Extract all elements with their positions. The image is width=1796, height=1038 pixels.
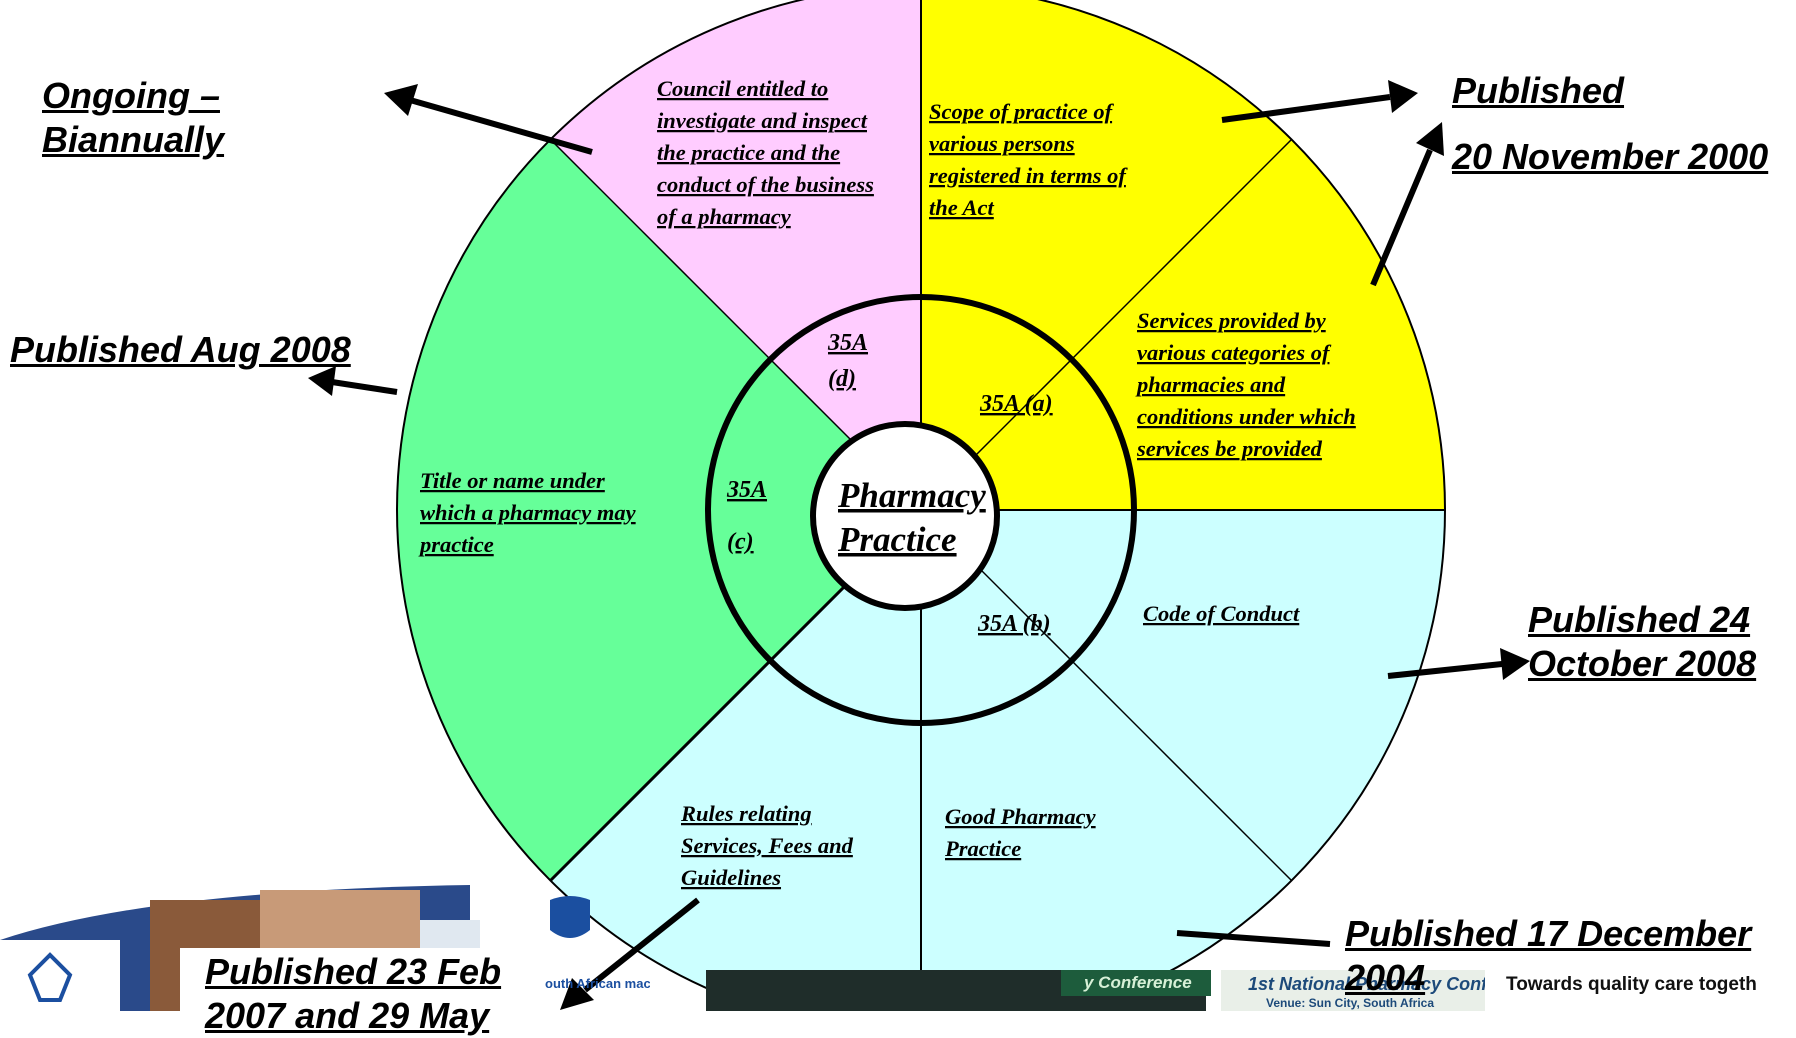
arrow-published-nov — [1221, 94, 1391, 123]
arrow-published-nov-head — [1388, 80, 1418, 113]
scope-text: Scope of practice of various persons reg… — [929, 99, 1128, 220]
council-line: conduct of the business — [657, 172, 874, 197]
annotation-box — [180, 948, 540, 1011]
title-name-text: Title or name under which a pharmacy may… — [418, 468, 637, 557]
annotation-published-oct-line2: October 2008 — [1528, 643, 1757, 684]
arrow-published-nov-2-head — [1416, 122, 1444, 156]
arrow-ongoing-head — [384, 84, 418, 116]
ref-35a-d-line1: 35A — [827, 330, 868, 356]
rules-line: Rules relating — [680, 801, 812, 826]
ref-35a-c-line2: (c) — [727, 529, 754, 555]
rules-line: Guidelines — [681, 865, 781, 890]
council-line: the practice and the — [657, 140, 840, 165]
arrow-published-feb-head — [560, 978, 594, 1010]
gpp-line: Good Pharmacy — [945, 804, 1097, 829]
annotation-published-nov-line1: Published — [1452, 70, 1625, 111]
services-line: services be provided — [1136, 436, 1323, 461]
inner-ring — [705, 294, 1137, 726]
conference-label: y Conference — [1084, 973, 1192, 992]
services-line: conditions under which — [1137, 404, 1356, 429]
arrow-published-aug-head — [308, 366, 336, 396]
arrow-published-aug — [331, 379, 398, 395]
annotation-published-oct: Published 24 October 2008 — [1528, 598, 1756, 686]
divider-lower-right — [920, 509, 1293, 882]
center-circle — [810, 421, 1000, 611]
center-label-line2: Practice — [837, 520, 957, 559]
arrow-published-feb — [583, 897, 700, 993]
segment-scope — [921, 0, 1292, 510]
title-name-line: which a pharmacy may — [420, 500, 637, 525]
services-text: Services provided by various categories … — [1135, 308, 1356, 461]
annotation-published-dec-line2: 2004 — [1345, 957, 1426, 998]
ref-35a-b: 35A (b) — [977, 611, 1051, 637]
code-of-conduct-line: Code of Conduct — [1143, 601, 1300, 626]
annotation-published-dec-line1: Published 17 December — [1345, 913, 1752, 954]
services-line: various categories of — [1137, 340, 1332, 365]
bottom-photo-strip-right: y Conference 1st National Pharmacy Confe… — [706, 970, 1796, 1011]
ref-35a-c-line1: 35A — [726, 477, 767, 503]
gpp-text: Good Pharmacy Practice — [944, 804, 1097, 861]
segment-services — [921, 139, 1445, 510]
services-line: pharmacies and — [1135, 372, 1286, 397]
services-line: Services provided by — [1137, 308, 1327, 333]
arrow-published-oct — [1387, 661, 1503, 679]
segment-gpp — [921, 510, 1292, 1011]
annotation-ongoing: Ongoing – Biannually — [42, 74, 224, 162]
gpp-line: Practice — [944, 836, 1021, 861]
council-name: outh African macy Council — [545, 976, 650, 991]
arrow-published-nov-2 — [1370, 148, 1433, 287]
segment-council — [550, 0, 921, 510]
segment-code-of-conduct — [921, 510, 1445, 881]
council-line: investigate and inspect — [657, 108, 868, 133]
annotation-published-nov-line2: 20 November 2000 — [1452, 136, 1769, 177]
national-conference-label: 1st National Pharmacy Conference — [1248, 974, 1546, 994]
scope-line: registered in terms of — [929, 163, 1128, 188]
sapc-logo — [27, 952, 73, 1002]
ref-35a-a: 35A (a) — [979, 391, 1053, 417]
ref-35a-d-line2: (d) — [828, 366, 856, 392]
council-text: Council entitled to investigate and insp… — [657, 76, 874, 229]
segment-rules — [550, 510, 921, 1011]
code-of-conduct-text: Code of Conduct — [1143, 601, 1300, 626]
conference-banner — [1061, 970, 1211, 996]
tagline-box — [1485, 970, 1796, 1011]
scope-line: various persons — [929, 131, 1075, 156]
arrow-published-oct-head — [1500, 648, 1530, 680]
center-label-line1: Pharmacy — [837, 476, 986, 515]
arrow-ongoing — [409, 97, 593, 155]
council-line: Council entitled to — [657, 76, 828, 101]
segment-title-name — [397, 139, 922, 881]
annotation-ongoing-line2: Biannually — [42, 119, 225, 160]
title-name-line: practice — [418, 532, 494, 557]
title-name-line: Title or name under — [420, 468, 605, 493]
annotation-published-dec: Published 17 December 2004 — [1345, 912, 1751, 1000]
bottom-photo-strip-left: outh African macy Council — [0, 880, 650, 1011]
divider-upper-right — [920, 138, 1293, 511]
annotation-published-feb-line2: 2007 and 29 May — [205, 995, 490, 1036]
arrows — [308, 80, 1530, 1010]
scope-line: Scope of practice of — [929, 99, 1115, 124]
scope-line: the Act — [929, 195, 995, 220]
annotation-published-oct-line1: Published 24 — [1528, 599, 1751, 640]
photo-collage-left: outh African macy Council — [0, 885, 650, 1011]
tagline-text: Towards quality care togeth — [1506, 974, 1757, 995]
annotation-ongoing-line1: Ongoing – — [42, 75, 220, 116]
council-crest — [550, 896, 590, 938]
council-line: of a pharmacy — [657, 204, 792, 229]
rules-text: Rules relating Services, Fees and Guidel… — [680, 801, 854, 890]
pharmacy-practice-diagram: Pharmacy Practice 35A (a) 35A (b) 35A (c… — [308, 0, 1530, 1011]
arrow-published-dec — [1176, 930, 1331, 947]
rules-line: Services, Fees and — [681, 833, 854, 858]
annotation-published-feb: Published 23 Feb 2007 and 29 May — [205, 950, 501, 1038]
venue-label: Venue: Sun City, South Africa — [1266, 996, 1435, 1010]
annotation-published-aug: Published Aug 2008 — [10, 329, 351, 370]
annotation-published-feb-line1: Published 23 Feb — [205, 951, 502, 992]
annotation-published-nov: Published 20 November 2000 — [1452, 58, 1768, 190]
